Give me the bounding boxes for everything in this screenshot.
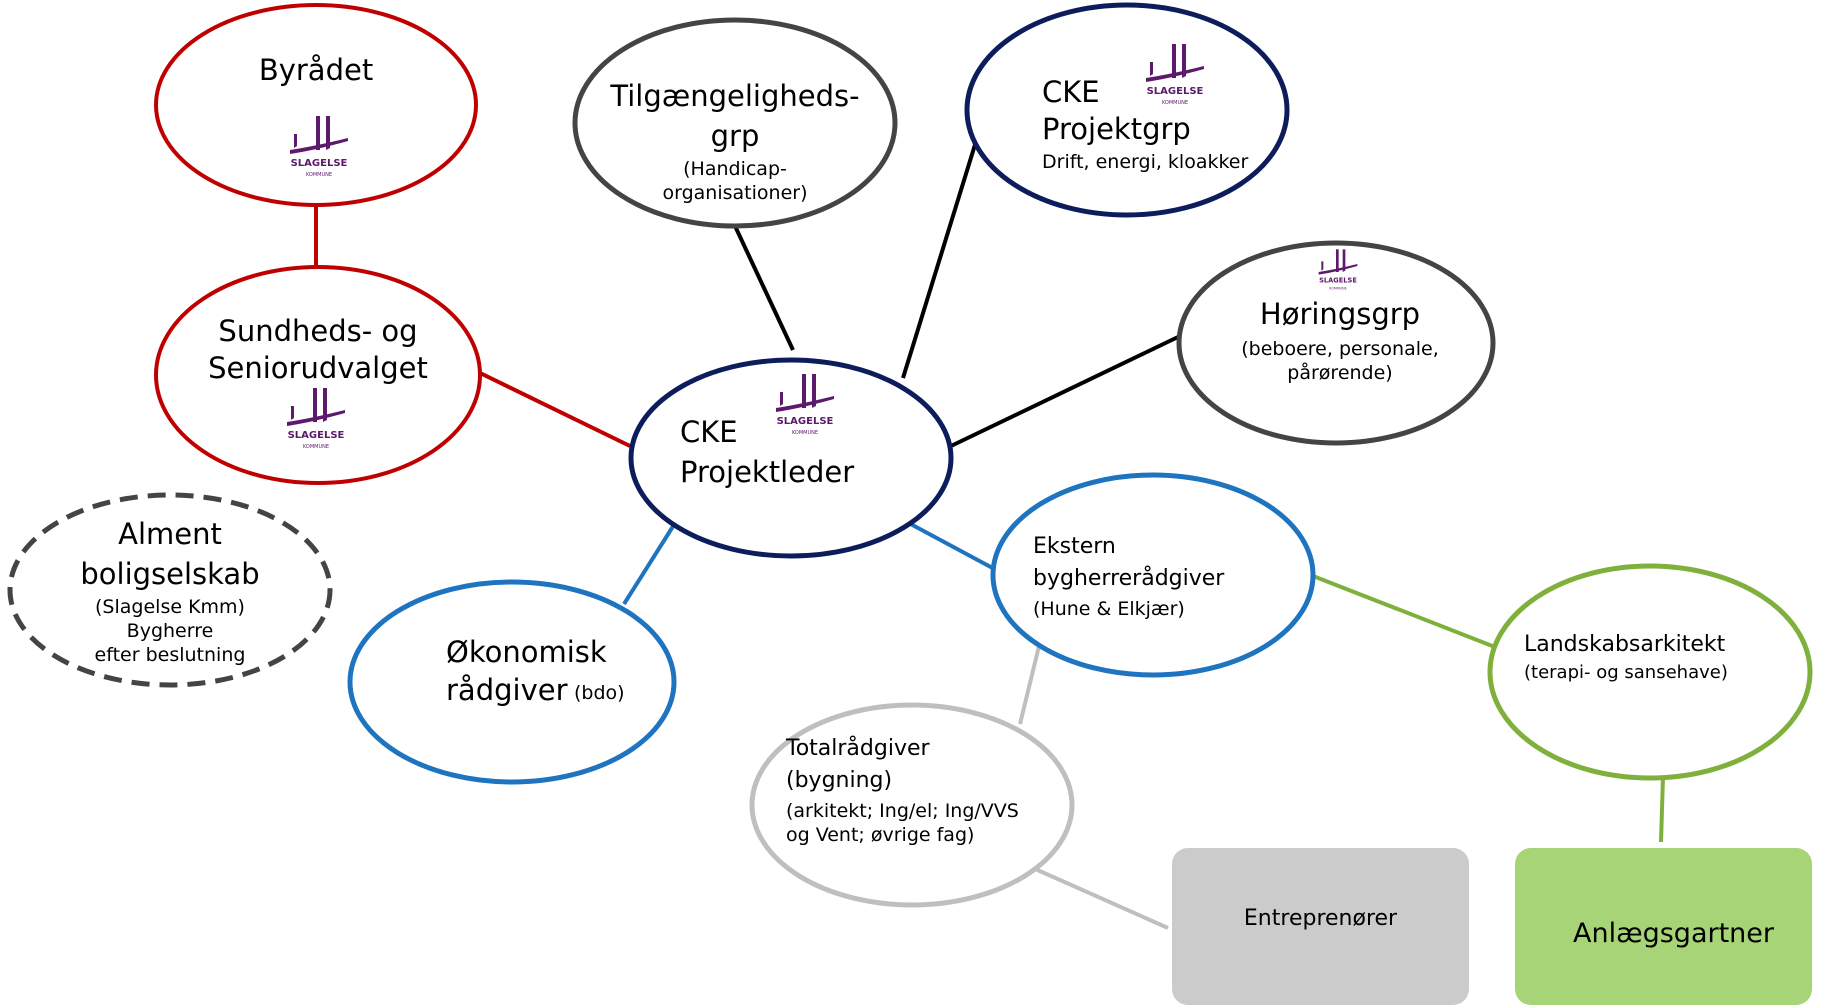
logo-sub: KOMMUNE bbox=[306, 172, 332, 178]
cke-leder-line1: CKE bbox=[680, 415, 738, 449]
edge-ckegrp-cke bbox=[901, 121, 984, 379]
alment-line5: efter beslutning bbox=[94, 644, 246, 666]
tilg-line4: organisationer) bbox=[662, 182, 808, 204]
node-bygherre-ellipse bbox=[990, 472, 1316, 678]
entrepren-label: Entreprenører bbox=[1243, 906, 1398, 931]
hoering-line3: pårørende) bbox=[1287, 362, 1393, 384]
bygherre-line3: (Hune & Elkjær) bbox=[1033, 598, 1185, 620]
oekonomi-line2: rådgiver bbox=[446, 673, 568, 707]
alment-line3: (Slagelse Kmm) bbox=[95, 596, 245, 618]
edge-total-entrepren bbox=[1023, 862, 1169, 930]
gartner-label: Anlægsgartner bbox=[1573, 918, 1774, 949]
landskab-line1: Landskabsarkitekt bbox=[1524, 632, 1726, 657]
landskab-line2: (terapi- og sansehave) bbox=[1524, 662, 1728, 683]
slagelse-logo: SLAGELSE KOMMUNE bbox=[772, 370, 838, 446]
edge-bygherre-landskab bbox=[1312, 574, 1519, 658]
sundhed-line1: Sundheds- og bbox=[218, 314, 418, 348]
edge-tilg-cke bbox=[733, 225, 795, 351]
node-cke-leder-ellipse bbox=[628, 357, 954, 559]
node-sundhed-ellipse bbox=[154, 265, 482, 485]
total-line2: (bygning) bbox=[786, 768, 893, 793]
ckegrp-line3: Drift, energi, kloakker bbox=[1042, 151, 1249, 173]
logo-name: SLAGELSE bbox=[288, 430, 345, 441]
logo-name: SLAGELSE bbox=[291, 158, 348, 169]
bridge-icon: SLAGELSE KOMMUNE bbox=[776, 374, 834, 436]
edge-sundhed-cke bbox=[477, 370, 631, 448]
alment-line1: Alment bbox=[118, 517, 222, 551]
hoering-line1: Høringsgrp bbox=[1259, 297, 1421, 331]
total-line1: Totalrådgiver bbox=[786, 736, 930, 761]
slagelse-logo: SLAGELSE KOMMUNE bbox=[286, 112, 352, 188]
edge-landskab-gartner bbox=[1659, 775, 1665, 843]
slagelse-logo: SLAGELSE KOMMUNE bbox=[1316, 246, 1360, 298]
cke-leder-line2: Projektleder bbox=[680, 455, 855, 489]
edge-bygherre-cke bbox=[904, 519, 1001, 574]
tilg-line2: grp bbox=[710, 119, 760, 153]
sundhed-line2: Seniorudvalget bbox=[208, 351, 428, 385]
logo-sub: KOMMUNE bbox=[1162, 100, 1188, 106]
node-alment-ellipse bbox=[7, 492, 333, 688]
node-oekonomi-ellipse bbox=[347, 579, 677, 785]
hoering-line2: (beboere, personale, bbox=[1241, 338, 1439, 360]
oekonomi-line1: Økonomisk bbox=[446, 635, 607, 669]
logo-name: SLAGELSE bbox=[1319, 277, 1357, 285]
node-landskab-ellipse bbox=[1487, 563, 1813, 781]
edge-oekonomi-cke bbox=[622, 518, 679, 606]
logo-sub: KOMMUNE bbox=[792, 430, 818, 436]
logo-sub: KOMMUNE bbox=[303, 444, 329, 450]
edge-hoering-cke bbox=[950, 335, 1179, 448]
total-line4: og Vent; øvrige fag) bbox=[786, 824, 975, 846]
edge-bygherre-total bbox=[1018, 641, 1042, 725]
alment-line4: Bygherre bbox=[126, 620, 214, 642]
tilg-line1: Tilgængeligheds- bbox=[610, 79, 860, 113]
ckegrp-line2: Projektgrp bbox=[1042, 112, 1191, 146]
logo-name: SLAGELSE bbox=[1147, 86, 1204, 97]
total-line3: (arkitekt; Ing/el; Ing/VVS bbox=[786, 800, 1019, 822]
bridge-icon: SLAGELSE KOMMUNE bbox=[290, 116, 348, 178]
bygherre-line1: Ekstern bbox=[1033, 534, 1116, 559]
bridge-icon: SLAGELSE KOMMUNE bbox=[1318, 249, 1357, 290]
oekonomi-note: (bdo) bbox=[574, 682, 625, 704]
bridge-icon: SLAGELSE KOMMUNE bbox=[287, 388, 345, 450]
tilg-line3: (Handicap- bbox=[683, 158, 787, 180]
node-byraadet-ellipse bbox=[154, 3, 478, 207]
alment-line2: boligselskab bbox=[80, 557, 260, 591]
node-entrepren-box bbox=[1172, 848, 1469, 1005]
slagelse-logo: SLAGELSE KOMMUNE bbox=[283, 384, 349, 460]
node-hoering-ellipse bbox=[1176, 240, 1496, 446]
byraadet-title: Byrådet bbox=[258, 53, 374, 87]
node-tilg-ellipse bbox=[572, 17, 898, 229]
ckegrp-line1: CKE bbox=[1042, 75, 1100, 109]
node-total-ellipse bbox=[749, 702, 1075, 908]
slagelse-logo: SLAGELSE KOMMUNE bbox=[1142, 40, 1208, 116]
logo-name: SLAGELSE bbox=[777, 416, 834, 427]
bygherre-line2: bygherrerådgiver bbox=[1033, 566, 1225, 591]
bridge-icon: SLAGELSE KOMMUNE bbox=[1146, 44, 1204, 106]
node-gartner-box bbox=[1515, 848, 1812, 1005]
logo-sub: KOMMUNE bbox=[1329, 286, 1346, 290]
node-ckegrp-ellipse bbox=[964, 2, 1290, 218]
